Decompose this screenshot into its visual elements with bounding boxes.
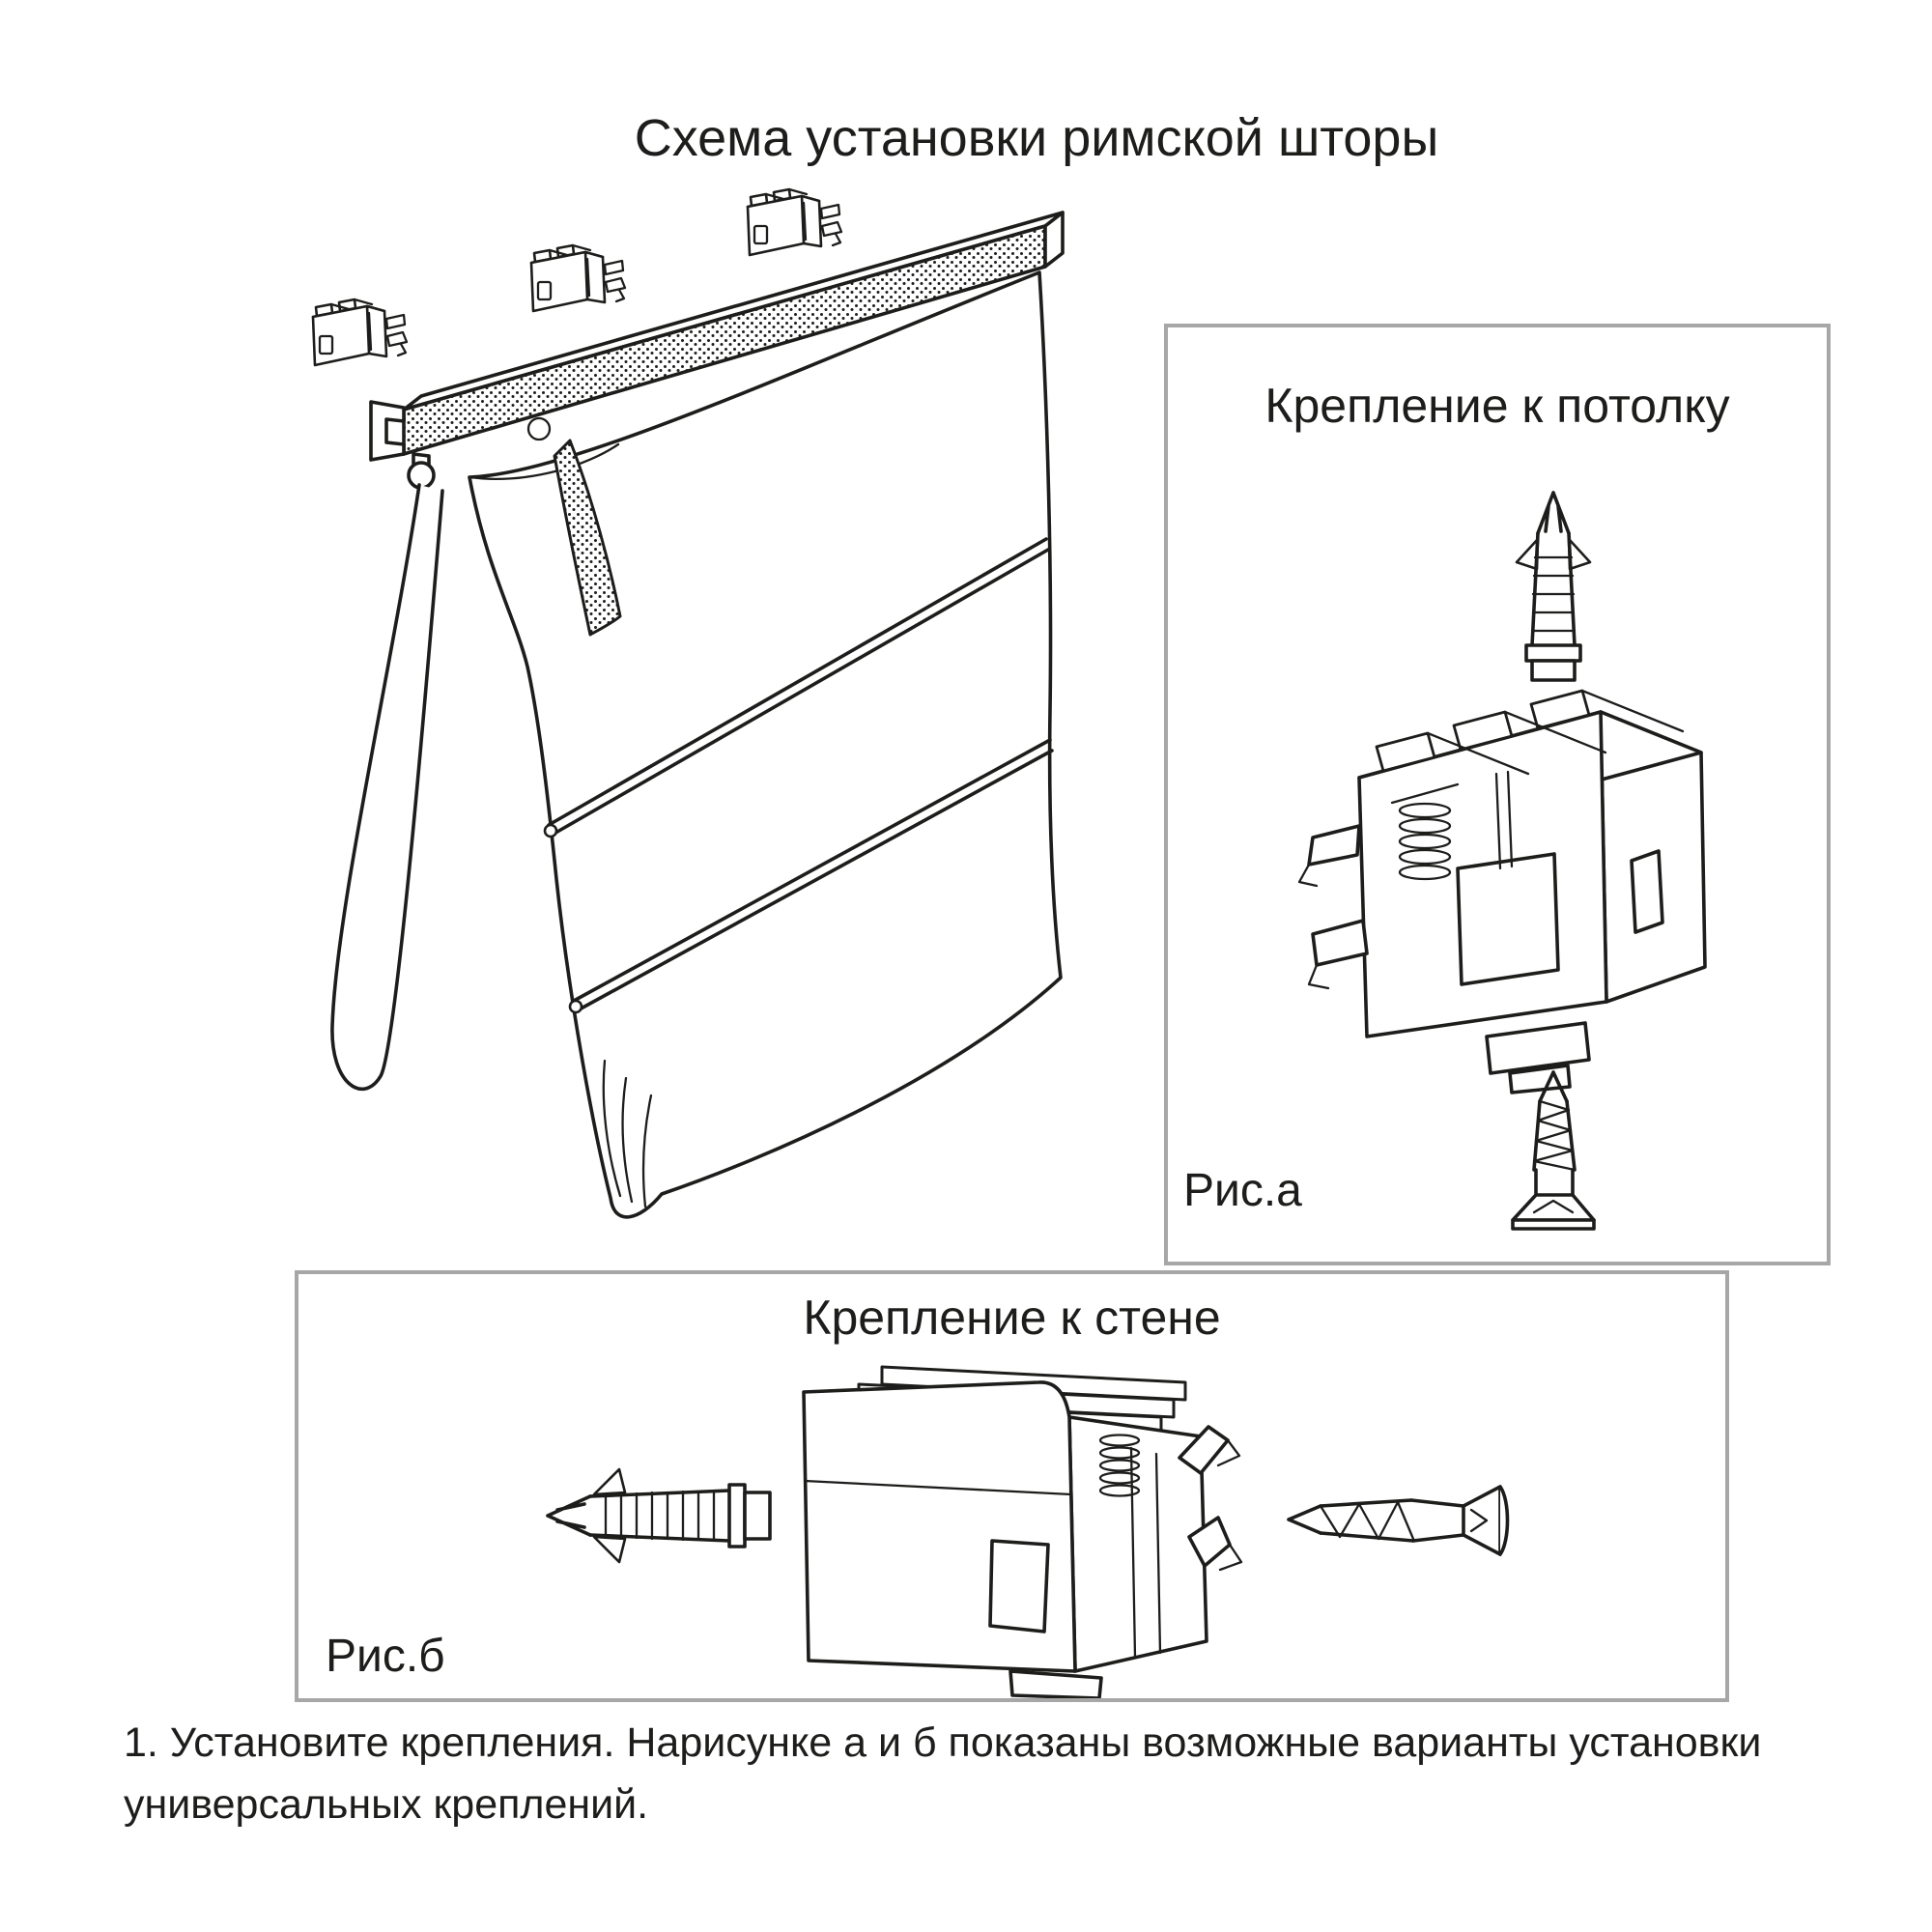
wall-plug-dowel-icon <box>1515 491 1592 682</box>
universal-mounting-bracket-icon <box>802 1365 1243 1698</box>
figure-b-drawing <box>546 1365 1510 1698</box>
figure-a-drawing <box>1297 491 1707 1231</box>
mounting-bracket-icon <box>529 243 627 313</box>
mounting-bracket-icon <box>311 298 409 367</box>
screw-icon <box>1511 1070 1596 1231</box>
page-title: Схема установки римской шторы <box>634 109 1439 167</box>
headrail-icon <box>369 211 1065 490</box>
roman-blind-assembly-illustration <box>311 187 1065 1219</box>
figure-b-title: Крепление к стене <box>803 1291 1221 1345</box>
wall-plug-dowel-icon <box>546 1467 772 1564</box>
figure-a-label: Рис.а <box>1183 1165 1302 1216</box>
caption-line-2: универсальных креплений. <box>124 1781 649 1828</box>
screw-icon <box>1287 1485 1510 1556</box>
caption-line-1: 1. Установите крепления. Нарисунке а и б… <box>124 1719 1762 1766</box>
roman-shade-fabric-icon <box>468 270 1063 1219</box>
figure-a-panel: Крепление к потолку <box>1164 324 1831 1265</box>
caption: 1. Установите крепления. Нарисунке а и б… <box>124 1712 1795 1835</box>
figure-a-title: Крепление к потолку <box>1264 379 1730 433</box>
figure-b-label: Рис.б <box>326 1631 445 1682</box>
cord-loop-icon <box>330 483 444 1091</box>
universal-mounting-bracket-icon <box>1297 689 1707 1094</box>
mounting-bracket-icon <box>746 187 843 257</box>
figure-b-panel: Крепление к стене <box>295 1270 1729 1702</box>
